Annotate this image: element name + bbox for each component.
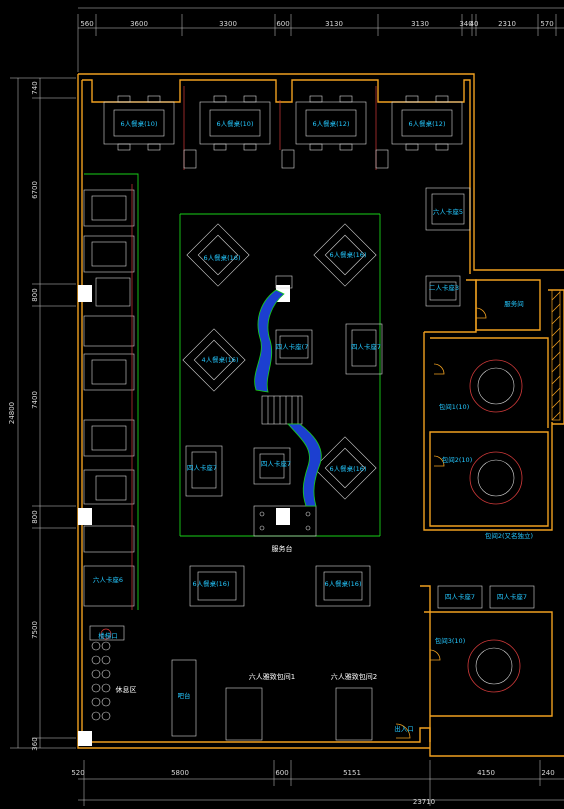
top-dimension: 560 [80,20,93,28]
booth-label: 六人卡座6 [93,575,123,584]
bottom-dimension: 4150 [477,769,495,777]
booth-label: 四人卡座7 [187,463,217,472]
dimension-lines [10,7,564,806]
bottom-dimension: 5800 [171,769,189,777]
table-label: 6人餐桌(16) [330,464,367,473]
bottom-total-dimension: 23710 [413,798,435,806]
round-table [469,359,523,413]
left-dimension: 800 [31,510,39,523]
booth-label: 四人卡座(7 [276,342,309,351]
top-dimension: 2310 [498,20,516,28]
column [78,508,92,525]
private-room-label: 六人雅致包间1 [249,672,295,681]
table-label: 4人餐桌(16) [202,355,239,364]
table-label: 6人餐桌(12) [313,119,350,128]
top-dimension: 3300 [219,20,237,28]
room-label: 服务间 [504,299,524,308]
bottom-dimension: 600 [275,769,288,777]
room-label: 包间3(10) [435,636,465,645]
left-total-dimension: 24800 [8,402,16,424]
booth-label: 四人卡座7 [261,459,291,468]
booth-label: 六人卡座5 [433,207,463,216]
rest-area-seats [89,625,125,721]
top-dimension: 3130 [325,20,343,28]
private-room-label: 六人雅致包间2 [331,672,377,681]
table-label: 6人餐桌(16) [325,579,362,588]
left-dimension: 360 [31,737,39,750]
left-dimension: 800 [31,288,39,301]
rest-area-label: 休息区 [116,685,137,694]
top-dimension: 3130 [411,20,429,28]
table-label: 6人餐桌(16) [193,579,230,588]
round-table [467,639,521,693]
table-label: 6人餐桌(12) [409,119,446,128]
bottom-dimension: 520 [71,769,84,777]
outer-walls [77,73,564,757]
hatched-wall [551,289,561,421]
bottom-dimension: 240 [541,769,554,777]
exit-label: 出入口 [394,724,414,733]
table-label: 6人餐桌(10) [121,119,158,128]
top-dimension: 40 [470,20,479,28]
right-side [395,187,561,739]
center-tables [171,223,383,741]
left-dimension: 7400 [31,391,39,409]
left-booths [83,184,135,610]
top-dimension: 600 [276,20,289,28]
water-feature [254,289,322,507]
left-dimension: 6700 [31,181,39,199]
round-table [469,451,523,505]
left-dimension: 740 [31,81,39,94]
booth-label: 二人卡座3 [429,283,459,292]
top-tables [103,86,463,170]
room-label: 包间2(10) [442,455,472,464]
bottom-dimension: 5151 [343,769,361,777]
left-dimension: 7500 [31,621,39,639]
table-label: 6人餐桌(16) [204,253,241,262]
column [276,508,290,525]
table-label: 6人餐桌(10) [217,119,254,128]
service-counter-label: 服务台 [272,544,293,553]
cashier-label: 吧台 [178,691,191,700]
column [78,285,92,302]
booth-label: 四人卡座7 [351,342,381,351]
column [78,731,92,746]
booth-label: 四人卡座7 [445,592,475,601]
stair-label: 楼梯口 [98,631,118,640]
top-dimension: 3600 [130,20,148,28]
partitions [84,173,381,610]
booth-label: 四人卡座7 [497,592,527,601]
room-labels: 6人餐桌(10) 6人餐桌(10) 6人餐桌(12) 6人餐桌(12) 6人餐桌(16)… [93,119,533,733]
room-label: 包间2(又名独立) [485,531,533,540]
table-label: 6人餐桌(16) [330,250,367,259]
top-dimension: 570 [540,20,553,28]
top-dimension: 340 [459,20,472,28]
room-label: 包间1(10) [439,402,469,411]
